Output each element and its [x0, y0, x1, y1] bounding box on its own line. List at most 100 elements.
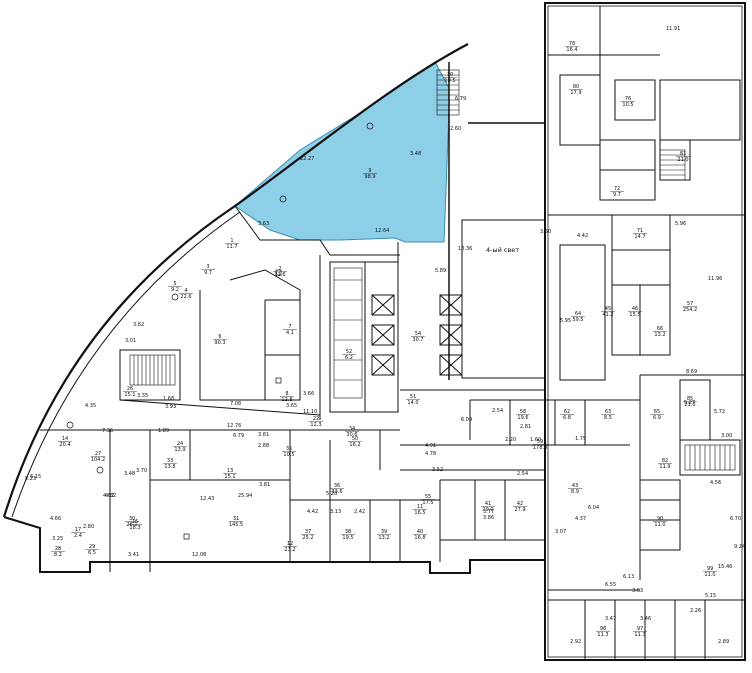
room-7[interactable]: 74.1 [283, 324, 297, 336]
room-number: 65 [654, 409, 660, 415]
dimension-label: 3.77 [483, 509, 494, 515]
dimension-label: 3.65 [286, 403, 297, 409]
room-area: 12.3 [310, 422, 321, 428]
room-63[interactable]: 638.5 [601, 409, 615, 421]
room-area: 33.6 [331, 489, 342, 495]
room-1[interactable]: 111.7 [225, 238, 239, 250]
room-area: 21.6 [274, 272, 285, 278]
east-wing-walls [548, 6, 745, 660]
room-6[interactable]: 690.3 [213, 334, 227, 346]
dimension-label: 15.46 [718, 564, 732, 570]
stairs [129, 69, 736, 471]
room-area: 25.2 [302, 535, 313, 541]
dimension-label: 11.10 [303, 409, 317, 415]
dimension-label: 7.08 [230, 401, 241, 407]
room-area: 8.5 [604, 415, 612, 421]
dimension-labels: 22.276.792.603.483.6312.645.8913.364.425… [25, 26, 745, 645]
room-area: 19.6 [517, 415, 528, 421]
room-28[interactable]: 288.2 [51, 546, 65, 558]
room-number: 4 [184, 288, 187, 294]
dimension-label: 3.13 [330, 509, 341, 515]
room-number: 13 [227, 468, 233, 474]
room-number: 1 [230, 238, 233, 244]
room-62[interactable]: 626.8 [560, 409, 574, 421]
room-43[interactable]: 438.9 [568, 483, 582, 495]
dimension-label: 6.13 [623, 574, 634, 580]
room-4[interactable]: 422.6 [179, 288, 193, 300]
room-area: 16.5 [414, 510, 425, 516]
room-number: 12 [287, 541, 293, 547]
dimension-label: 3.82 [133, 322, 144, 328]
dimension-label: 5.95 [560, 318, 571, 324]
dimension-label: 3.52 [432, 467, 443, 473]
room-9[interactable]: 998.9 [363, 168, 377, 180]
room-8[interactable]: 812.8 [280, 391, 294, 403]
room-area: 2.4 [74, 533, 82, 539]
room-17[interactable]: 172.4 [71, 527, 85, 539]
dimension-label: 6.55 [605, 582, 616, 588]
outer-curved-wall [2, 43, 469, 518]
room-29[interactable]: 296.5 [85, 544, 99, 556]
dimension-label: 3.86 [483, 515, 494, 521]
room-number: 6 [218, 334, 221, 340]
dimension-label: 3.66 [303, 391, 314, 397]
room-5[interactable]: 59.2 [168, 281, 182, 293]
room-2[interactable]: 221.6 [273, 266, 287, 278]
dimension-label: 3.93 [165, 404, 176, 410]
room-number: 31 [233, 516, 239, 522]
room-area: 23.2 [284, 547, 295, 553]
room-72[interactable]: 729.7 [610, 186, 624, 198]
dimension-label: 5.89 [435, 268, 446, 274]
room-number: 11 [417, 504, 423, 510]
room-number: 35 [286, 446, 292, 452]
room-3[interactable]: 39.7 [201, 264, 215, 276]
room-52[interactable]: 526.2 [342, 349, 356, 361]
room-65[interactable]: 656.9 [650, 409, 664, 421]
room-number: 33 [167, 458, 173, 464]
